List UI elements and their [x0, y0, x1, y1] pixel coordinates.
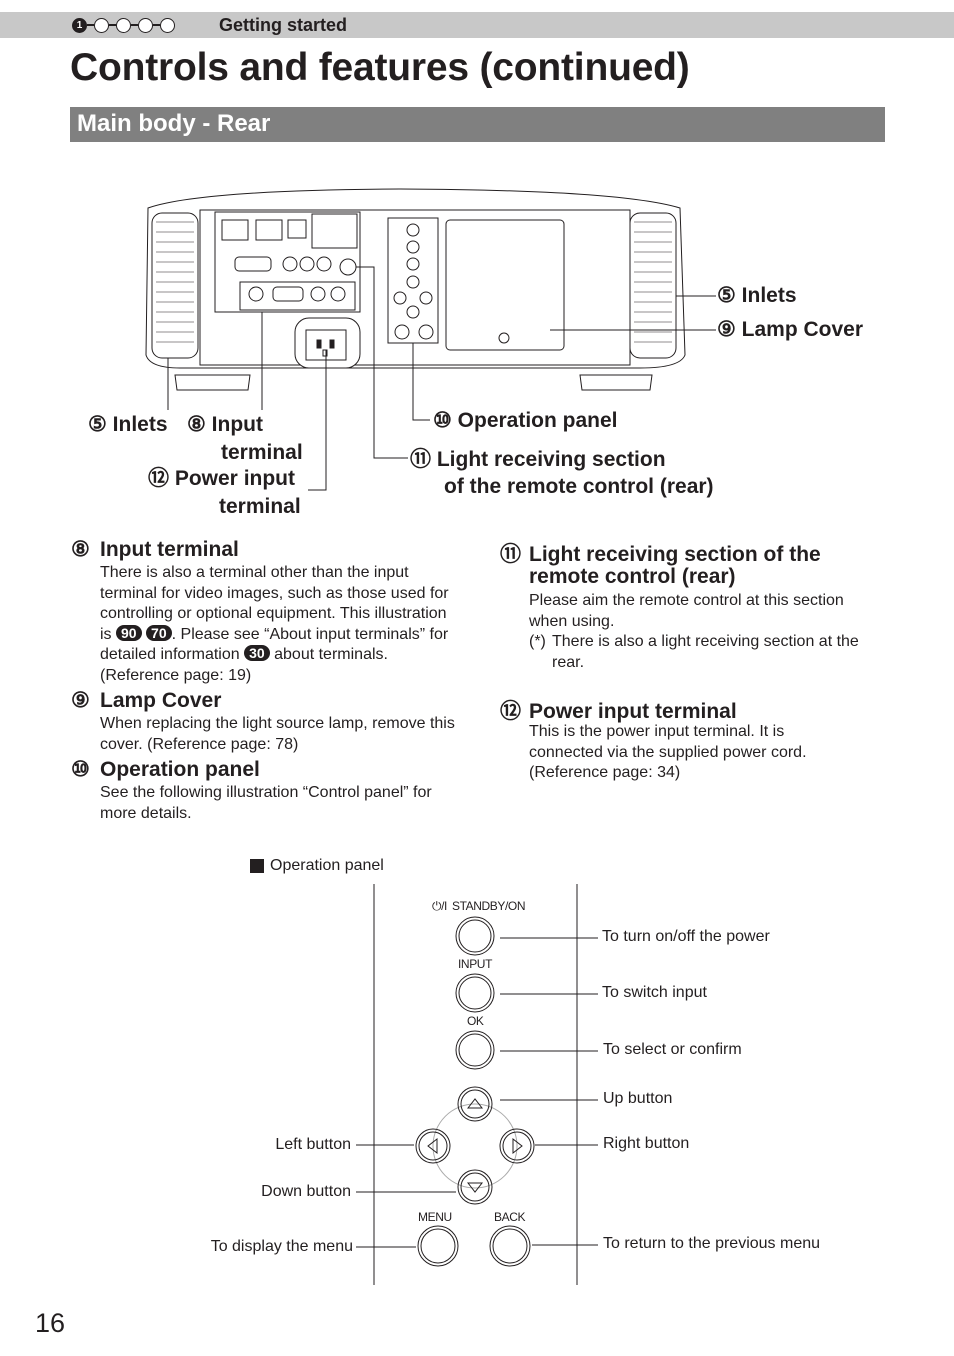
- callout-input-terminal-2: terminal: [221, 441, 303, 464]
- standby-on-button[interactable]: [456, 917, 494, 955]
- left-button[interactable]: [416, 1129, 450, 1163]
- note-light-receiving: There is also a light receiving section …: [552, 633, 859, 671]
- step-indicator: 1: [72, 16, 175, 34]
- right-button[interactable]: [500, 1129, 534, 1163]
- menu-button[interactable]: [418, 1226, 458, 1266]
- note-prefix: (*): [529, 633, 546, 650]
- model-badge-90: 90: [116, 624, 142, 641]
- step-4: [138, 17, 153, 33]
- callout-light-receiving-2: of the remote control (rear): [444, 475, 714, 498]
- page-title: Controls and features (continued): [70, 46, 690, 89]
- callout-power-input: ⑫ Power input: [148, 467, 295, 490]
- standby-power-icon: ⏻/I: [432, 899, 447, 913]
- callout-inlets-right: ⑤ Inlets: [717, 284, 797, 307]
- projector-rear-diagram: [145, 188, 716, 491]
- step-3: [116, 17, 131, 33]
- text-input-terminal: There is also a terminal other than the …: [100, 564, 449, 684]
- section-bar: [70, 107, 885, 142]
- annotation-return: To return to the previous menu: [603, 1235, 821, 1252]
- text-light-receiving: Please aim the remote control at this se…: [529, 592, 844, 630]
- annotation-left: Left button: [275, 1136, 351, 1153]
- label-input: INPUT: [458, 957, 493, 971]
- panel-caption: Operation panel: [270, 857, 384, 874]
- text-lamp-cover: When replacing the light source lamp, re…: [100, 715, 455, 753]
- up-button[interactable]: [458, 1087, 492, 1121]
- callout-power-input-2: terminal: [219, 495, 301, 518]
- annotation-select: To select or confirm: [603, 1041, 742, 1058]
- down-button[interactable]: [458, 1170, 492, 1204]
- callout-inlets-left: ⑤ Inlets: [88, 413, 168, 436]
- annotation-display-menu: To display the menu: [210, 1238, 353, 1255]
- annotation-down: Down button: [261, 1183, 351, 1200]
- step-5: [160, 17, 175, 33]
- annotation-switch-input: To switch input: [602, 984, 707, 1001]
- model-badge-30: 30: [244, 645, 270, 661]
- label-menu: MENU: [418, 1210, 452, 1224]
- heading-light-receiving-2: remote control (rear): [529, 565, 736, 588]
- text-operation-panel: See the following illustration “Control …: [100, 784, 432, 822]
- section-title: Main body - Rear: [77, 110, 271, 137]
- step-1: 1: [72, 17, 87, 33]
- annotation-right: Right button: [603, 1135, 690, 1152]
- callout-operation-panel: ⑩ Operation panel: [433, 409, 618, 432]
- back-button[interactable]: [490, 1226, 530, 1266]
- callout-light-receiving: ⑪ Light receiving section: [410, 448, 666, 471]
- callout-lamp-cover: ⑨ Lamp Cover: [717, 318, 864, 341]
- model-badge-70: 70: [146, 624, 172, 641]
- page-number: 16: [35, 1308, 66, 1338]
- annotation-up: Up button: [603, 1090, 673, 1107]
- ok-button[interactable]: [456, 1031, 494, 1069]
- input-button[interactable]: [456, 974, 494, 1012]
- label-back: BACK: [494, 1210, 526, 1224]
- caption-square-icon: [250, 859, 264, 873]
- step-2: [94, 17, 109, 33]
- breadcrumb: Getting started: [219, 15, 348, 35]
- annotation-power: To turn on/off the power: [602, 928, 770, 945]
- callout-input-terminal: ⑧ Input: [187, 413, 263, 436]
- label-ok: OK: [467, 1014, 484, 1028]
- text-power-input: This is the power input terminal. It is …: [529, 723, 807, 781]
- label-standby: STANDBY/ON: [452, 899, 526, 913]
